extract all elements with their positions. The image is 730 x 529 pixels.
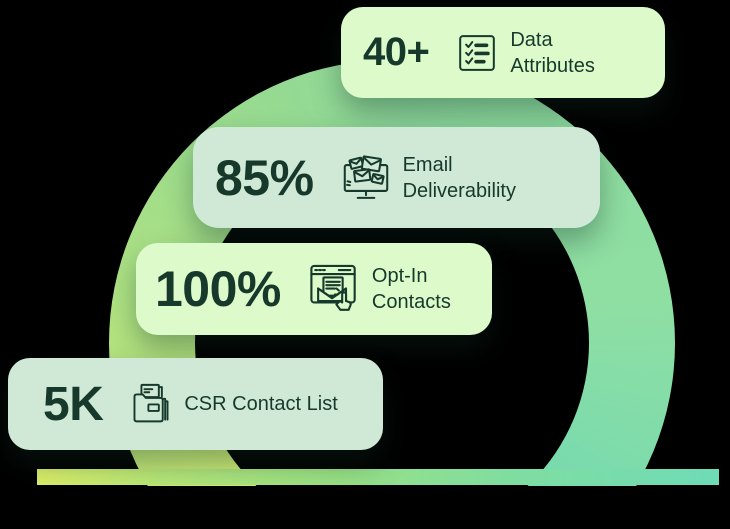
stat-card-email-deliverability: 85% Email Deliverability — [193, 127, 600, 228]
stat-label: CSR Contact List — [184, 393, 338, 415]
stat-card-data-attributes: 40+ Data Attributes — [341, 7, 665, 98]
optin-click-icon — [309, 262, 359, 316]
folder-documents-icon — [131, 381, 171, 427]
stat-label: Data Attributes — [510, 28, 595, 77]
stat-value: 5K — [43, 377, 104, 431]
stat-value: 40+ — [363, 30, 430, 74]
stat-card-csr-contact-list: 5K CSR Contact List — [8, 358, 383, 450]
checklist-icon — [457, 33, 497, 73]
stat-label: Opt-In Contacts — [371, 265, 451, 313]
stat-label: Email Deliverability — [402, 153, 516, 202]
email-monitor-icon — [342, 153, 390, 203]
gradient-baseline-bar — [37, 469, 719, 485]
stat-value: 100% — [155, 261, 281, 317]
stat-card-opt-in-contacts: 100% Opt-In Contacts — [136, 243, 492, 335]
stat-value: 85% — [215, 149, 314, 206]
